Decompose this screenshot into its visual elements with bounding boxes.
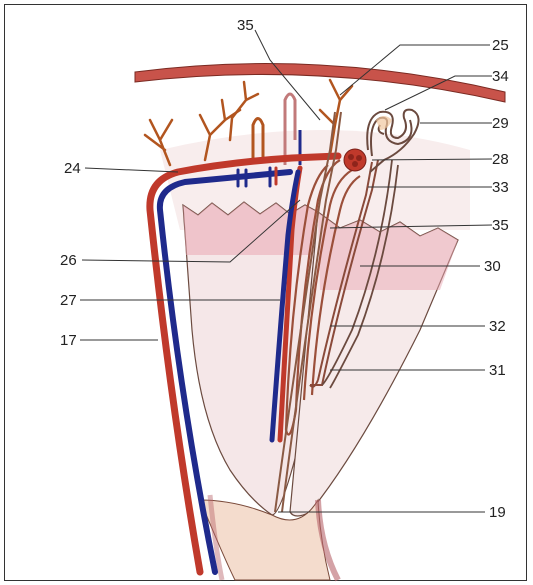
label-28: 28 xyxy=(492,151,509,168)
label-34: 34 xyxy=(492,68,509,85)
renal-capsule xyxy=(135,64,505,102)
label-25: 25 xyxy=(492,37,509,54)
leader-24 xyxy=(85,168,178,172)
label-32: 32 xyxy=(489,318,506,335)
label-29: 29 xyxy=(492,115,509,132)
label-35-right: 35 xyxy=(492,217,509,234)
label-24: 24 xyxy=(64,160,81,177)
glomerulus xyxy=(344,149,366,171)
label-19: 19 xyxy=(489,504,506,521)
label-30: 30 xyxy=(484,258,501,275)
label-31: 31 xyxy=(489,362,506,379)
label-17: 17 xyxy=(60,332,77,349)
label-33: 33 xyxy=(492,179,509,196)
label-27: 27 xyxy=(60,292,77,309)
label-26: 26 xyxy=(60,252,77,269)
label-35-top: 35 xyxy=(237,17,254,34)
